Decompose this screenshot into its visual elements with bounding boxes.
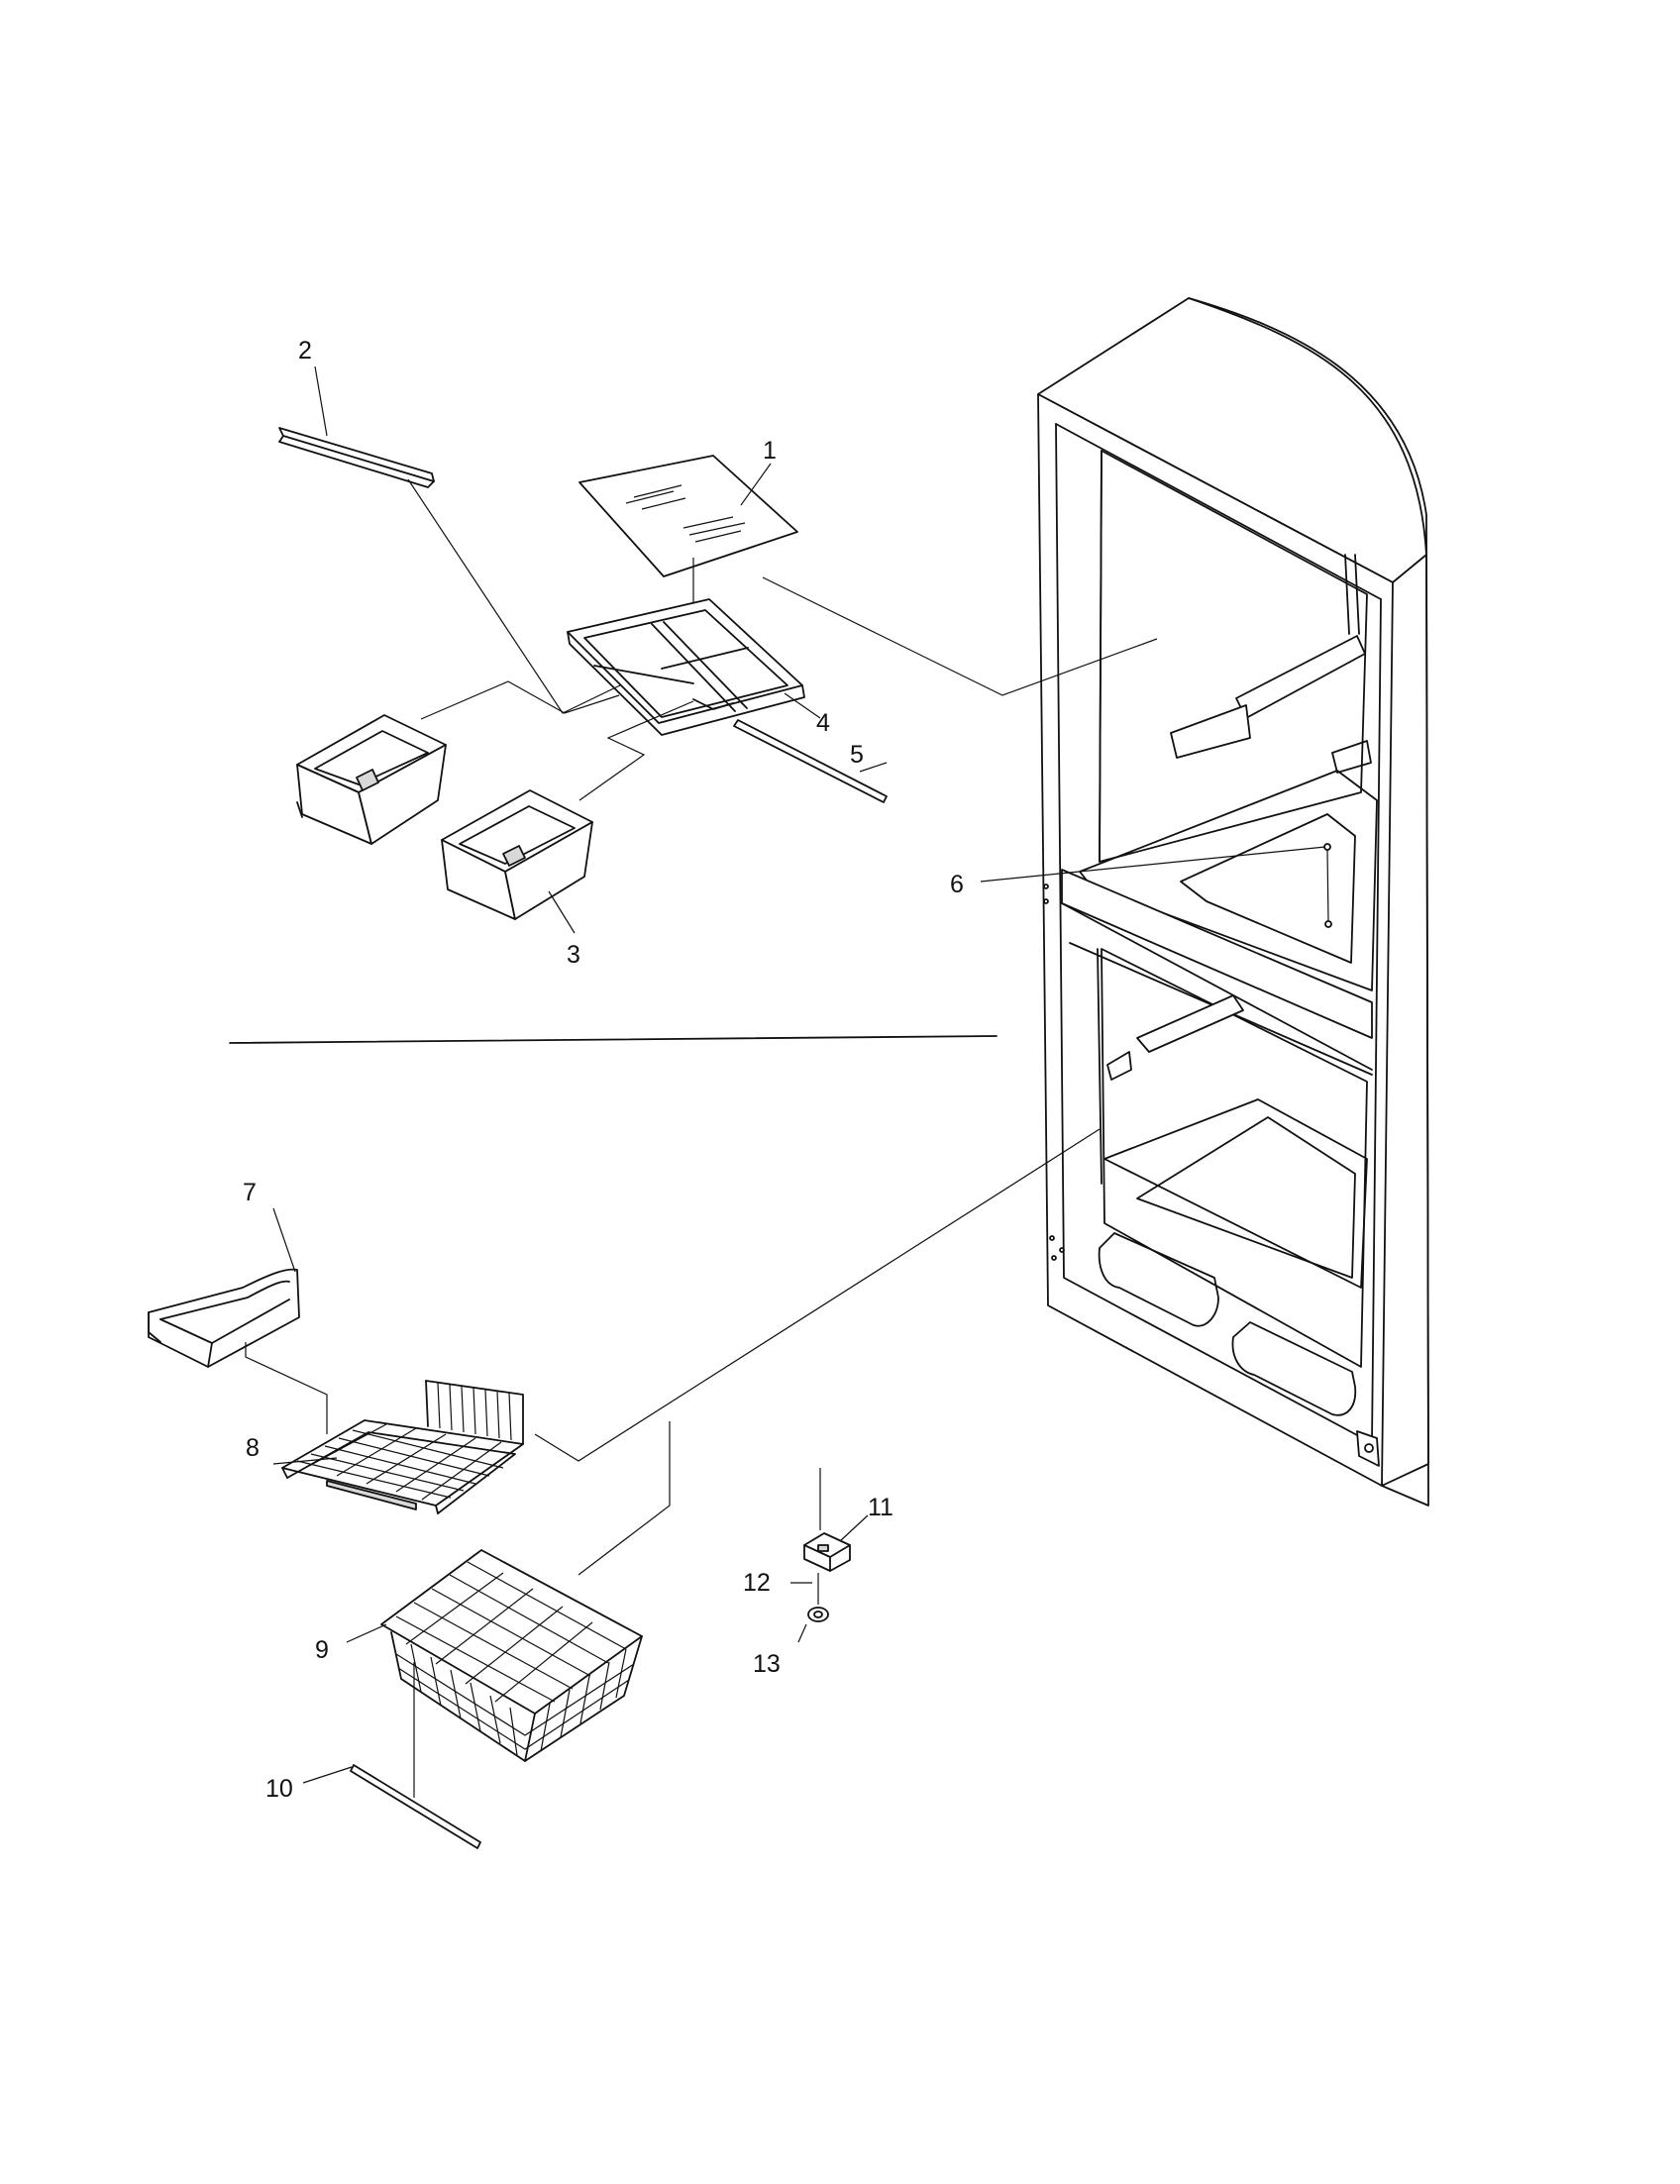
- refrigerator-cabinet: [1037, 297, 1429, 1507]
- callout-11: 11: [868, 1494, 893, 1521]
- crisper-pan-part-3: [441, 789, 593, 934]
- callout-6: 6: [950, 871, 964, 898]
- callout-labels: 1 2 3 4 5 6 7 8 9 10 11 12 13: [243, 337, 964, 1803]
- callout-4: 4: [816, 709, 830, 737]
- callout-8: 8: [246, 1434, 260, 1462]
- shelf-frame-part-4: [420, 576, 1158, 801]
- callout-3: 3: [567, 941, 580, 969]
- screw-part-6: [980, 846, 1326, 883]
- rod-part-5: [733, 719, 888, 803]
- bin-part-7: [148, 1207, 328, 1434]
- callout-7: 7: [243, 1179, 257, 1206]
- wire-shelf-part-8: [272, 1128, 1101, 1576]
- rod-part-10: [302, 1764, 481, 1849]
- trim-part-2: [278, 365, 625, 714]
- wire-basket-part-9: [346, 1549, 643, 1798]
- section-divider: [229, 1035, 998, 1044]
- hinge-assembly-parts-11-13: [790, 1468, 869, 1643]
- callout-9: 9: [315, 1636, 329, 1664]
- callout-13: 13: [753, 1650, 781, 1678]
- callout-1: 1: [763, 437, 777, 465]
- crisper-pan-left: [296, 714, 447, 845]
- callout-5: 5: [850, 741, 864, 769]
- callout-2: 2: [298, 337, 312, 364]
- callout-10: 10: [265, 1775, 293, 1803]
- callout-12: 12: [743, 1569, 771, 1597]
